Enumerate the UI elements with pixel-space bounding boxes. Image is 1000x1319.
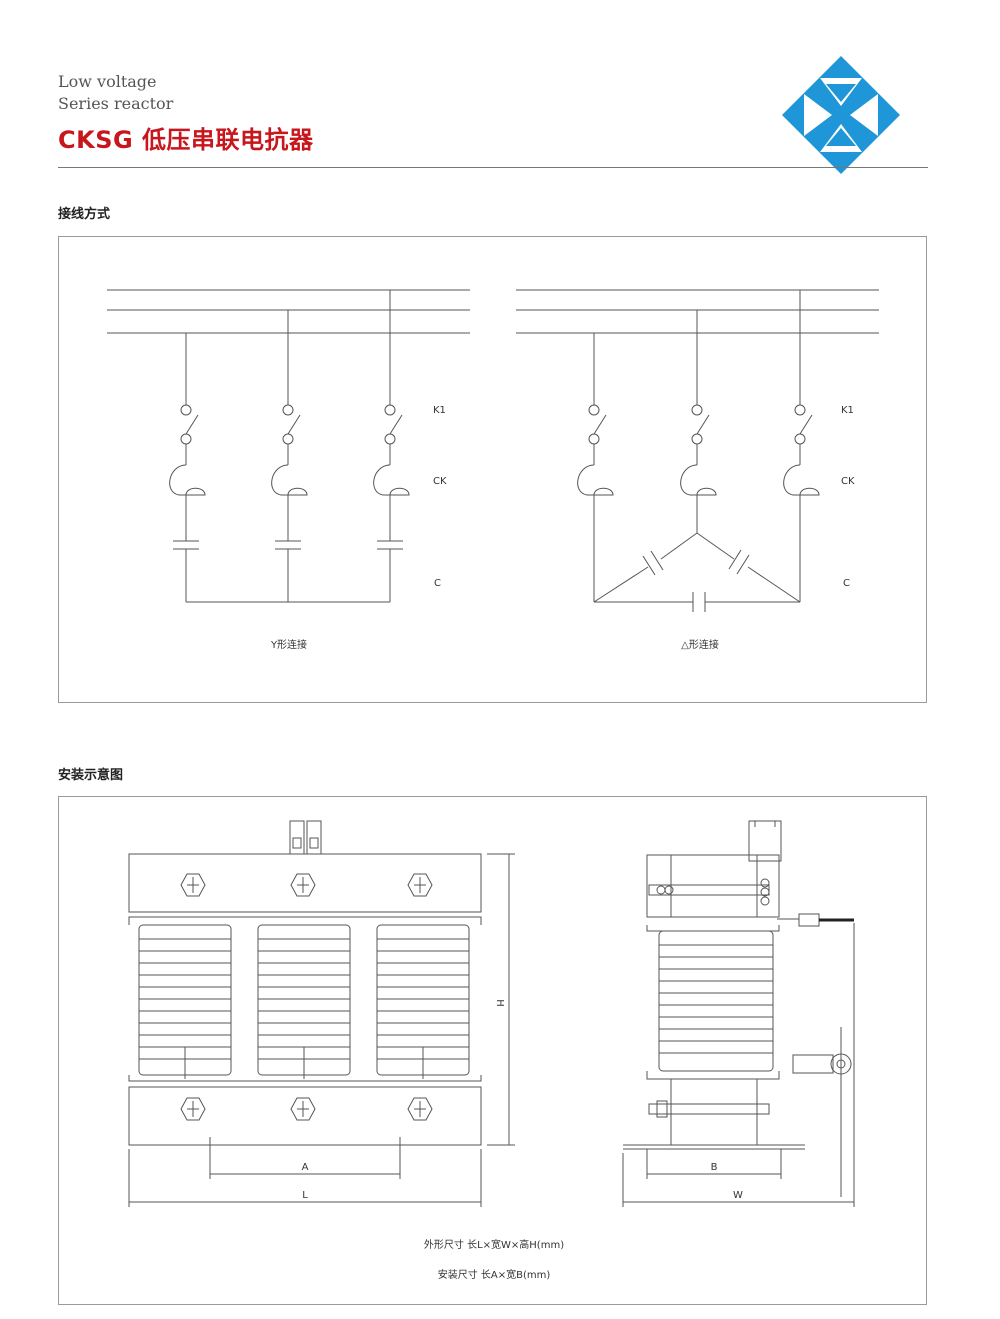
subtitle-series-reactor: Series reactor [58, 94, 174, 113]
label-c-delta: C [843, 578, 850, 589]
header-divider [58, 167, 928, 168]
logo-diamond [782, 56, 900, 174]
label-c-y: C [434, 578, 441, 589]
dim-label-a: A [302, 1162, 309, 1173]
installation-diagram-panel: A L H B W 外形尺寸 长L×宽W×高H(mm) 安装尺寸 长A×宽B(m… [58, 796, 927, 1305]
delta-connection-diagram [516, 289, 879, 612]
dim-label-b: B [711, 1162, 718, 1173]
y-connection-diagram [107, 289, 470, 603]
dim-label-l: L [302, 1190, 308, 1201]
label-ck-delta: CK [841, 476, 855, 487]
page-title: CKSG 低压串联电抗器 [58, 126, 314, 154]
caption-y-connection: Y形连接 [270, 638, 307, 651]
wiring-diagram-panel: K1 CK C K1 CK C Y形连接 △形连接 [58, 236, 927, 703]
wiring-diagram: K1 CK C K1 CK C Y形连接 △形连接 [107, 289, 879, 651]
coil-windings [139, 938, 469, 1060]
front-view-drawing [128, 820, 515, 1207]
mounting-dimensions-note: 安装尺寸 长A×宽B(mm) [438, 1268, 551, 1281]
label-k1-delta: K1 [841, 405, 854, 416]
dim-label-h: H [494, 999, 505, 1007]
side-view-drawing [622, 820, 855, 1207]
installation-diagram: A L H B W 外形尺寸 长L×宽W×高H(mm) 安装尺寸 长A×宽B(m… [128, 820, 855, 1281]
subtitle-low-voltage: Low voltage [58, 72, 157, 91]
company-logo-icon [782, 56, 900, 174]
section-title-installation: 安装示意图 [58, 768, 124, 783]
label-ck-y: CK [433, 476, 447, 487]
caption-delta-connection: △形连接 [681, 638, 719, 651]
label-k1-y: K1 [433, 405, 446, 416]
section-title-wiring: 接线方式 [58, 207, 111, 222]
outline-dimensions-note: 外形尺寸 长L×宽W×高H(mm) [424, 1238, 564, 1251]
dim-label-w: W [733, 1190, 743, 1201]
